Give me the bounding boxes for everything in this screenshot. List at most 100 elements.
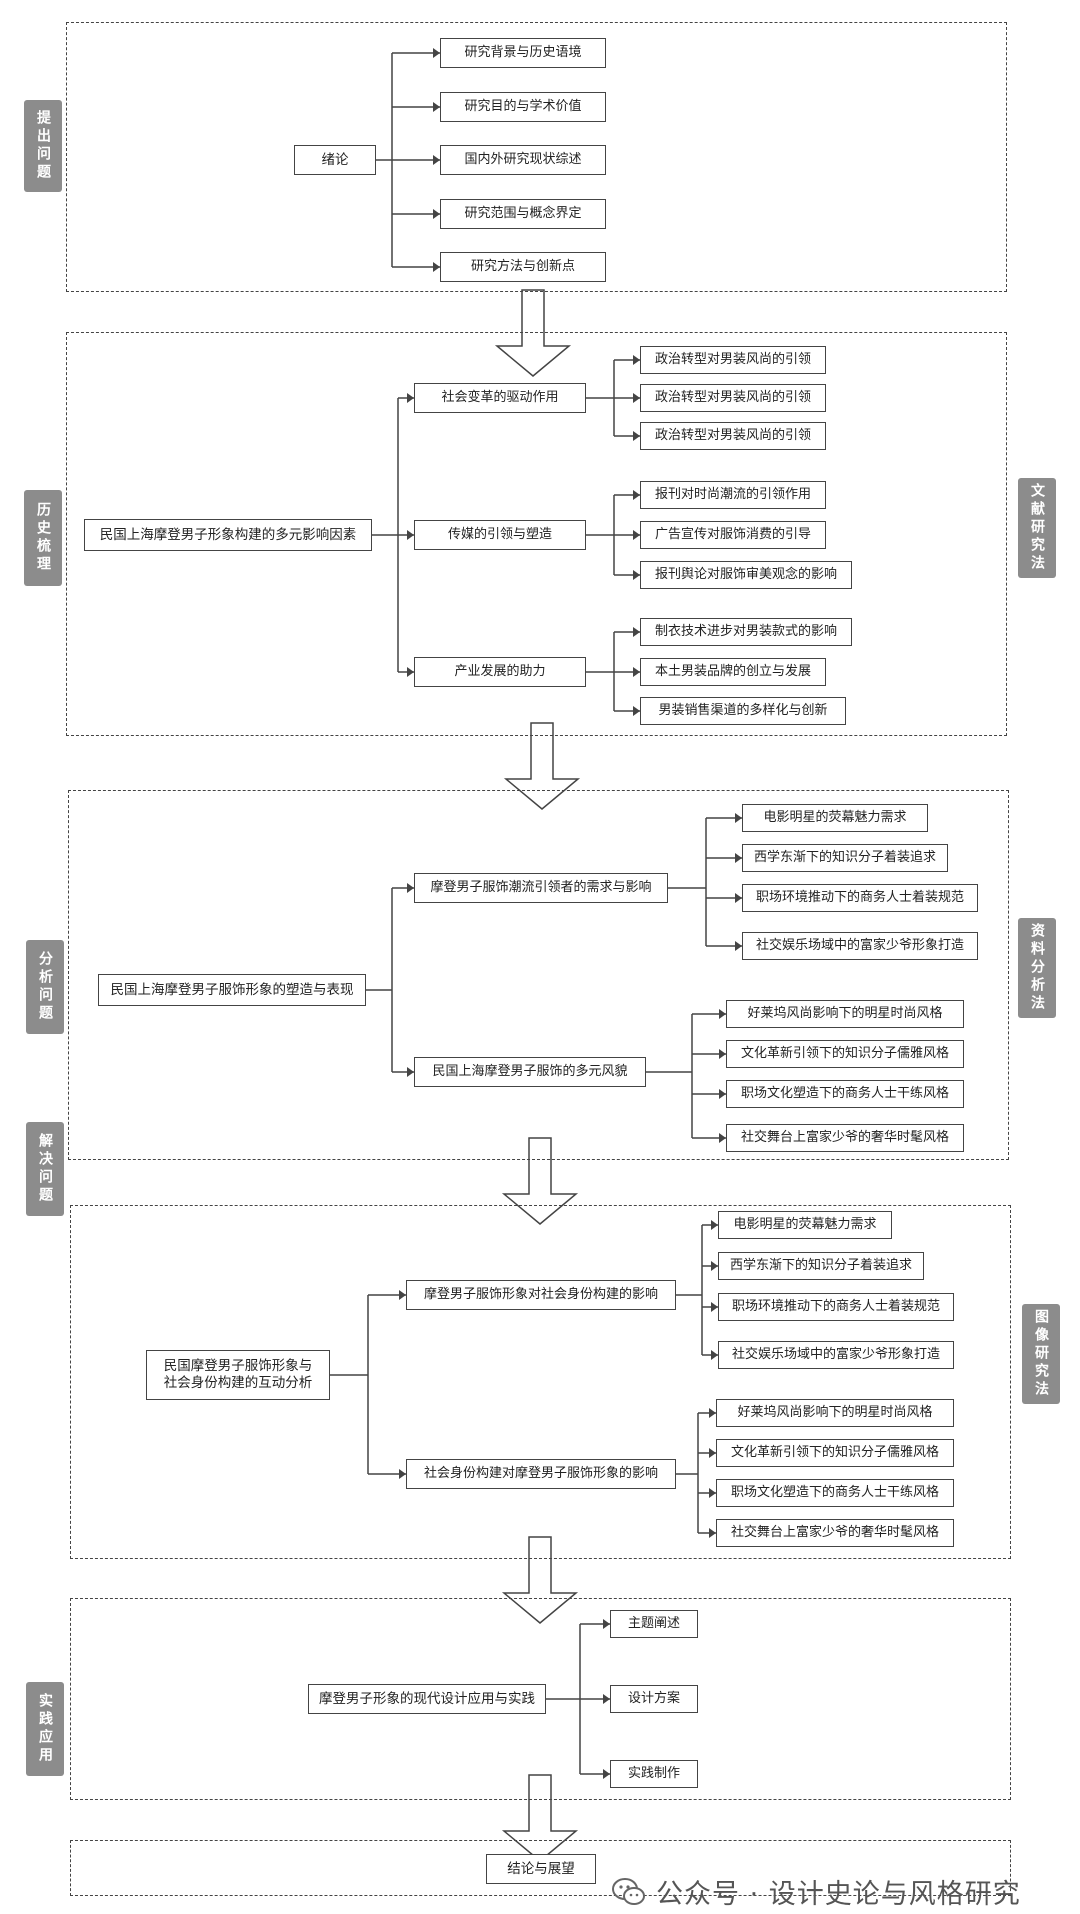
s6-root-node: 结论与展望: [486, 1854, 596, 1884]
s2-branch-node: 传媒的引领与塑造: [414, 520, 586, 550]
side-label-image-research-method: 图像研究法: [1022, 1304, 1060, 1404]
s2-leaf-node: 广告宣传对服饰消费的引导: [640, 521, 826, 549]
flow-down-arrow: [501, 1137, 579, 1225]
side-label-history-review: 历史梳理: [24, 490, 62, 586]
s3-leaf-node: 职场文化塑造下的商务人士干练风格: [726, 1080, 964, 1108]
s5-root-node: 摩登男子形象的现代设计应用与实践: [308, 1684, 546, 1714]
connector-arrowhead: [633, 393, 640, 403]
s2-leaf-node: 制衣技术进步对男装款式的影响: [640, 618, 852, 646]
connector-arrowhead: [633, 706, 640, 716]
s2-leaf-node: 政治转型对男装风尚的引领: [640, 384, 826, 412]
connector-arrowhead: [735, 893, 742, 903]
connector-arrowhead: [709, 1488, 716, 1498]
s3-leaf-node: 电影明星的荧幕魅力需求: [742, 804, 928, 832]
connector-arrowhead: [719, 1049, 726, 1059]
connector-arrowhead: [709, 1408, 716, 1418]
connector-arrowhead: [735, 941, 742, 951]
flow-down-arrow: [494, 289, 572, 377]
s3-branch-node: 民国上海摩登男子服饰的多元风貌: [414, 1057, 646, 1087]
section-frame-introduction: [66, 22, 1007, 292]
s4-branch-node: 社会身份构建对摩登男子服饰形象的影响: [406, 1459, 676, 1489]
s1-item-node: 研究范围与概念界定: [440, 199, 606, 229]
s3-leaf-node: 社交舞台上富家少爷的奢华时髦风格: [726, 1124, 964, 1152]
section-frame-influence-factors: [66, 332, 1007, 736]
s2-leaf-node: 报刊对时尚潮流的引领作用: [640, 481, 826, 509]
connector-arrowhead: [399, 1469, 406, 1479]
wechat-icon: [612, 1877, 645, 1905]
connector-arrowhead: [633, 431, 640, 441]
s2-leaf-node: 政治转型对男装风尚的引领: [640, 422, 826, 450]
side-label-literature-method: 文献研究法: [1018, 478, 1056, 578]
connector-arrowhead: [603, 1769, 610, 1779]
connector-arrowhead: [709, 1528, 716, 1538]
s1-item-node: 研究目的与学术价值: [440, 92, 606, 122]
s2-root-node: 民国上海摩登男子形象构建的多元影响因素: [84, 519, 372, 551]
flow-down-arrow: [503, 722, 581, 810]
section-frame-design-practice: [70, 1598, 1011, 1800]
connector-arrowhead: [735, 853, 742, 863]
connector-arrowhead: [407, 883, 414, 893]
connector-arrowhead: [735, 813, 742, 823]
side-label-solve-question: 解决问题: [26, 1122, 64, 1216]
section-frame-conclusion: [70, 1840, 1011, 1896]
connector-arrowhead: [603, 1694, 610, 1704]
s2-leaf-node: 本土男装品牌的创立与发展: [640, 658, 826, 686]
connector-arrowhead: [433, 155, 440, 165]
connector-arrowhead: [719, 1089, 726, 1099]
s4-branch-node: 摩登男子服饰形象对社会身份构建的影响: [406, 1280, 676, 1310]
connector-arrowhead: [433, 209, 440, 219]
connector-arrowhead: [407, 1067, 414, 1077]
section-frame-interaction-analysis: [70, 1205, 1011, 1559]
connector-arrowhead: [433, 102, 440, 112]
connector-arrowhead: [633, 667, 640, 677]
s4-leaf-node: 西学东渐下的知识分子着装追求: [718, 1252, 924, 1280]
connector-arrowhead: [719, 1133, 726, 1143]
s4-leaf-node: 电影明星的荧幕魅力需求: [718, 1211, 892, 1239]
connector-arrowhead: [433, 262, 440, 272]
connector-arrowhead: [407, 393, 414, 403]
s4-leaf-node: 职场环境推动下的商务人士着装规范: [718, 1293, 954, 1321]
s3-leaf-node: 文化革新引领下的知识分子儒雅风格: [726, 1040, 964, 1068]
side-label-raise-question: 提出问题: [24, 100, 62, 192]
connector-arrowhead: [709, 1448, 716, 1458]
s3-leaf-node: 好莱坞风尚影响下的明星时尚风格: [726, 1000, 964, 1028]
s2-leaf-node: 报刊舆论对服饰审美观念的影响: [640, 561, 852, 589]
connector-arrowhead: [407, 530, 414, 540]
connector-arrowhead: [633, 530, 640, 540]
connector-arrowhead: [719, 1009, 726, 1019]
s4-leaf-node: 社交娱乐场域中的富家少爷形象打造: [718, 1341, 954, 1369]
connector-arrowhead: [711, 1302, 718, 1312]
connector-arrowhead: [633, 355, 640, 365]
s5-item-node: 主题阐述: [610, 1610, 698, 1638]
side-label-analyze-question: 分析问题: [26, 940, 64, 1034]
connector-arrowhead: [399, 1290, 406, 1300]
s3-leaf-node: 职场环境推动下的商务人士着装规范: [742, 884, 978, 912]
connector-arrowhead: [633, 627, 640, 637]
s4-leaf-node: 职场文化塑造下的商务人士干练风格: [716, 1479, 954, 1507]
s4-leaf-node: 社交舞台上富家少爷的奢华时髦风格: [716, 1519, 954, 1547]
connector-arrowhead: [633, 490, 640, 500]
s3-branch-node: 摩登男子服饰潮流引领者的需求与影响: [414, 873, 668, 903]
s3-leaf-node: 西学东渐下的知识分子着装追求: [742, 844, 948, 872]
connector-arrowhead: [603, 1619, 610, 1629]
s1-root-node: 绪论: [294, 145, 376, 175]
s5-item-node: 实践制作: [610, 1760, 698, 1788]
side-label-practice-application: 实践应用: [26, 1682, 64, 1776]
s1-item-node: 研究方法与创新点: [440, 252, 606, 282]
flow-down-arrow: [501, 1774, 579, 1862]
connector-arrowhead: [433, 48, 440, 58]
connector-arrowhead: [633, 570, 640, 580]
s2-leaf-node: 政治转型对男装风尚的引领: [640, 346, 826, 374]
s2-branch-node: 产业发展的助力: [414, 657, 586, 687]
s4-root-node: 民国摩登男子服饰形象与 社会身份构建的互动分析: [146, 1350, 330, 1400]
section-frame-image-shaping: [68, 790, 1009, 1160]
s5-item-node: 设计方案: [610, 1685, 698, 1713]
s3-leaf-node: 社交娱乐场域中的富家少爷形象打造: [742, 932, 978, 960]
watermark-text: 公众号 · 设计史论与风格研究: [656, 1879, 1021, 1910]
connector-arrowhead: [711, 1350, 718, 1360]
s4-leaf-node: 好莱坞风尚影响下的明星时尚风格: [716, 1399, 954, 1427]
s2-branch-node: 社会变革的驱动作用: [414, 383, 586, 413]
side-label-data-analysis-method: 资料分析法: [1018, 918, 1056, 1018]
flow-down-arrow: [501, 1536, 579, 1624]
